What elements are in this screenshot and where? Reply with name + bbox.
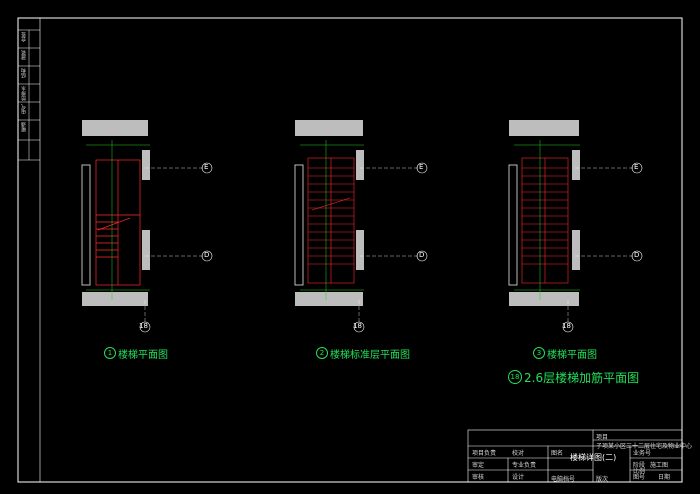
tb-file-label: 电脑档号	[551, 476, 576, 483]
grid-label-18-1: 18	[139, 322, 148, 330]
grid-label-e-2: E	[419, 163, 424, 171]
tb-drawing-label: 图名	[551, 450, 564, 457]
plan-number-3: 3	[533, 347, 545, 359]
section-number: 18	[508, 370, 522, 384]
grid-label-e-1: E	[204, 163, 209, 171]
tb-audit: 审定	[472, 462, 485, 469]
section-caption: 2.6层楼梯加筋平面图	[524, 371, 640, 385]
plan-caption-1: 楼梯平面图	[118, 350, 168, 361]
tb-scale-label: 比例	[633, 468, 646, 475]
grid-label-18-2: 18	[353, 322, 362, 330]
tb-review: 审核	[472, 474, 485, 481]
tb-date-label: 日期	[658, 474, 671, 481]
tb-design: 设计	[512, 474, 525, 481]
tb-sub-value: 某小区三十二层住宅及物业中心	[608, 443, 693, 450]
tb-project-lead: 项目负责	[472, 450, 497, 457]
tb-sheet-label: 图号	[633, 474, 646, 481]
stair-plan-1	[81, 120, 150, 306]
grid-lines	[144, 167, 633, 322]
plan-number-2: 2	[316, 347, 328, 359]
stair-plan-3	[508, 120, 580, 306]
side-strip-1: 建筑	[21, 50, 27, 60]
inner-border	[39, 17, 683, 483]
tb-stage-label: 阶段	[633, 462, 646, 469]
tb-check: 校对	[512, 450, 525, 457]
tb-version: 版次	[596, 476, 609, 483]
grid-label-e-3: E	[634, 163, 639, 171]
tb-code-label: 业务号	[633, 450, 652, 457]
tb-project-label: 项目	[596, 434, 609, 441]
grid-label-d-1: D	[204, 251, 210, 259]
plan-caption-2: 楼梯标准层平面图	[330, 350, 410, 361]
grid-label-d-2: D	[419, 251, 425, 259]
side-strip-0: 会签	[21, 32, 27, 42]
title-block-frame	[467, 429, 683, 483]
side-strip	[18, 29, 40, 161]
grid-label-d-3: D	[634, 251, 640, 259]
plan-caption-3: 楼梯平面图	[547, 350, 597, 361]
stair-plan-2	[294, 120, 364, 306]
tb-stage-value: 施工图	[650, 462, 669, 469]
tb-major: 专业负责	[512, 462, 537, 469]
side-strip-2: 结构	[21, 68, 27, 78]
side-strip-5: 暖通	[21, 122, 27, 132]
grid-label-18-3: 18	[562, 322, 571, 330]
grid-bubbles	[139, 162, 643, 333]
tb-sub-label: 子项	[596, 443, 609, 450]
plan-number-1: 1	[104, 347, 116, 359]
side-strip-3: 给排水	[21, 86, 27, 101]
side-strip-4: 电气	[21, 104, 27, 114]
tb-drawing-value: 楼梯详图(二)	[570, 453, 617, 462]
